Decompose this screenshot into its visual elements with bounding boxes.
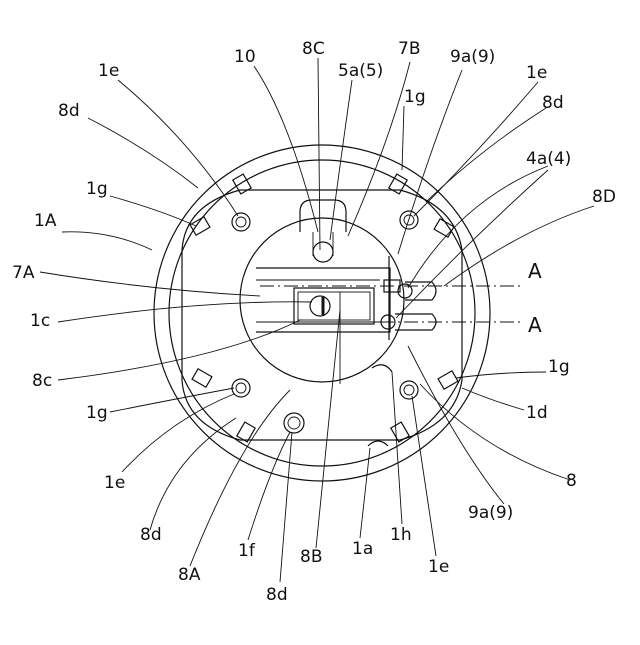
label-1g-left: 1g: [86, 179, 108, 199]
label-9a9-top: 9a(9): [450, 47, 495, 67]
label-1d: 1d: [526, 403, 548, 423]
label-8d-topleft: 8d: [58, 101, 80, 121]
label-A-top: A: [528, 259, 542, 283]
label-1g-bottomleft: 1g: [86, 403, 108, 423]
label-8D: 8D: [592, 187, 616, 207]
notch-1g-f: [438, 371, 458, 389]
label-8d-topright: 8d: [542, 93, 564, 113]
label-8B: 8B: [300, 547, 322, 567]
label-8c: 8c: [32, 371, 52, 391]
label-1g-top: 1g: [404, 87, 426, 107]
label-1g-right: 1g: [548, 357, 570, 377]
label-1e-topleft: 1e: [98, 61, 119, 81]
label-1e-left: 1e: [104, 473, 125, 493]
label-8C: 8C: [302, 39, 325, 59]
label-1a: 1a: [352, 539, 373, 559]
label-4a4: 4a(4): [526, 149, 571, 169]
screw-hole-topleft: [232, 213, 250, 231]
feature-1h: [372, 365, 392, 372]
slot-8c: [294, 288, 374, 324]
label-7A: 7A: [12, 263, 35, 283]
label-1A: 1A: [34, 211, 57, 231]
label-8A: 8A: [178, 565, 201, 585]
feature-1a: [368, 441, 388, 446]
label-7B: 7B: [398, 39, 420, 59]
label-1e-bottom: 1e: [428, 557, 449, 577]
label-9a9-bottom: 9a(9): [468, 503, 513, 523]
notch-1g-c: [190, 217, 210, 235]
label-10: 10: [234, 47, 256, 67]
hole-8d-bottom: [284, 413, 304, 433]
contact-1c: [310, 296, 330, 316]
screw-hole-bottomright: [400, 381, 418, 399]
label-1c: 1c: [30, 311, 50, 331]
notch-1g-e: [192, 369, 212, 387]
hole-5a: [313, 242, 333, 262]
label-1h: 1h: [390, 525, 412, 545]
label-8: 8: [566, 471, 577, 491]
notch-1g-h: [391, 422, 409, 442]
screw-hole-bottomleft: [232, 379, 250, 397]
label-A-bottom: A: [528, 313, 542, 337]
label-1e-topright: 1e: [526, 63, 547, 83]
label-1f: 1f: [238, 541, 256, 561]
tab-8C: [300, 200, 346, 232]
label-5a5: 5a(5): [338, 61, 383, 81]
label-8d-bottom: 8d: [266, 585, 288, 605]
label-8d-left: 8d: [140, 525, 162, 545]
